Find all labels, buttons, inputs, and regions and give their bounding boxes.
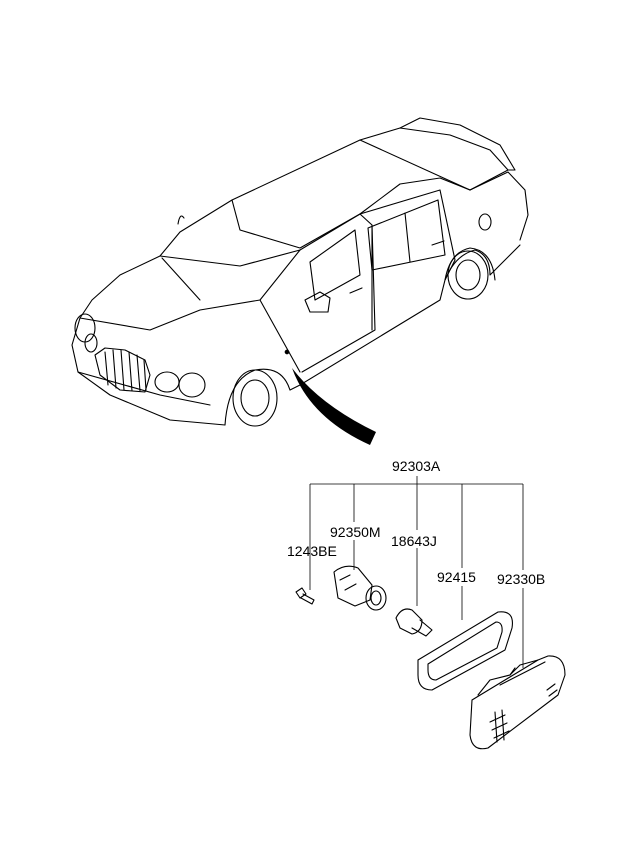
screw-part xyxy=(295,587,315,605)
label-socket: 92350M xyxy=(330,524,381,540)
car-illustration xyxy=(71,117,529,427)
label-gasket: 92415 xyxy=(437,569,476,585)
leader-lines xyxy=(309,476,524,668)
pointer-arrow xyxy=(292,368,376,445)
label-screw: 1243BE xyxy=(287,543,337,559)
socket-part xyxy=(333,565,387,611)
gasket-part xyxy=(417,611,513,691)
lens-part xyxy=(469,655,566,750)
label-lens: 92330B xyxy=(497,571,545,587)
part-labels: 92303A 92350M 1243BE 18643J 92415 92330B xyxy=(287,458,545,587)
label-assembly: 92303A xyxy=(392,458,441,474)
label-bulb: 18643J xyxy=(391,533,437,549)
bulb-part xyxy=(395,608,433,637)
